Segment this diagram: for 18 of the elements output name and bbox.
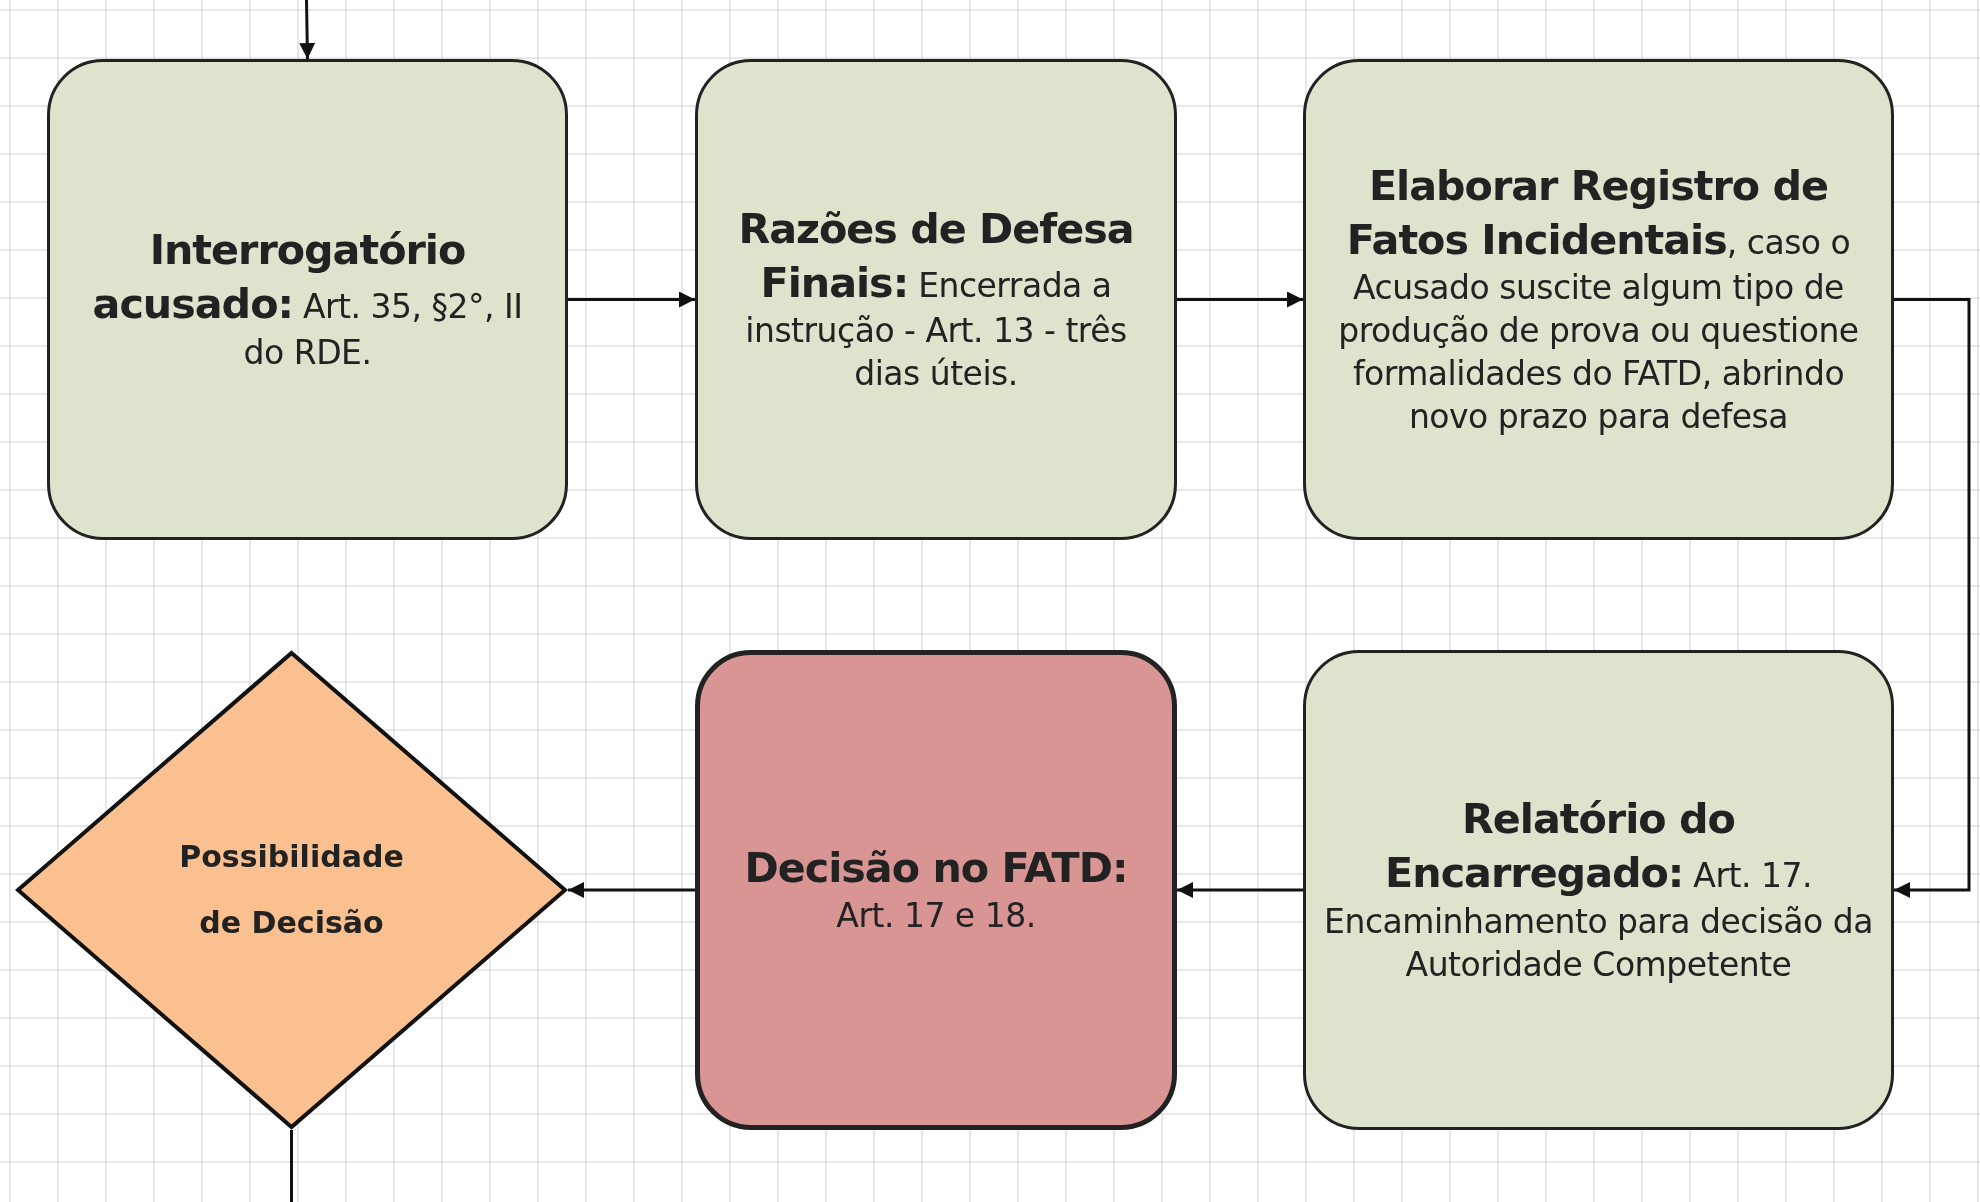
arrow bbox=[568, 291, 695, 308]
arrow bbox=[568, 882, 695, 898]
node-text: Interrogatório acusado: Art. 35, §2°, II do RDE. bbox=[91, 225, 524, 374]
process-box bbox=[695, 59, 1177, 540]
node-text: Relatório do Encarregado: Art. 17. Encaminhamento para decisão da Autoridade Competente bbox=[1323, 794, 1874, 986]
arrow bbox=[1177, 291, 1303, 308]
decision-box bbox=[695, 650, 1177, 1130]
arrow bbox=[299, 0, 316, 60]
node-text: Decisão no FATD: Art. 17 e 18. bbox=[743, 842, 1129, 938]
arrow bbox=[1177, 882, 1303, 898]
process-box bbox=[1303, 650, 1894, 1130]
arrow bbox=[1894, 298, 1971, 898]
node-text: Possibilidade de Decisão bbox=[179, 838, 404, 942]
node-text: Razões de Defesa Finais: Encerrada a instrução - Art. 13 - três dias úteis. bbox=[737, 204, 1135, 396]
process-box bbox=[1303, 59, 1894, 540]
process-box bbox=[47, 59, 568, 540]
decision-diamond bbox=[15, 650, 568, 1130]
node-text: Elaborar Registro de Fatos Incidentais, caso o Acusado suscite algum tipo de produção de prova ou questione formalidades do FATD, abrindo novo prazo para defesa bbox=[1337, 161, 1860, 438]
